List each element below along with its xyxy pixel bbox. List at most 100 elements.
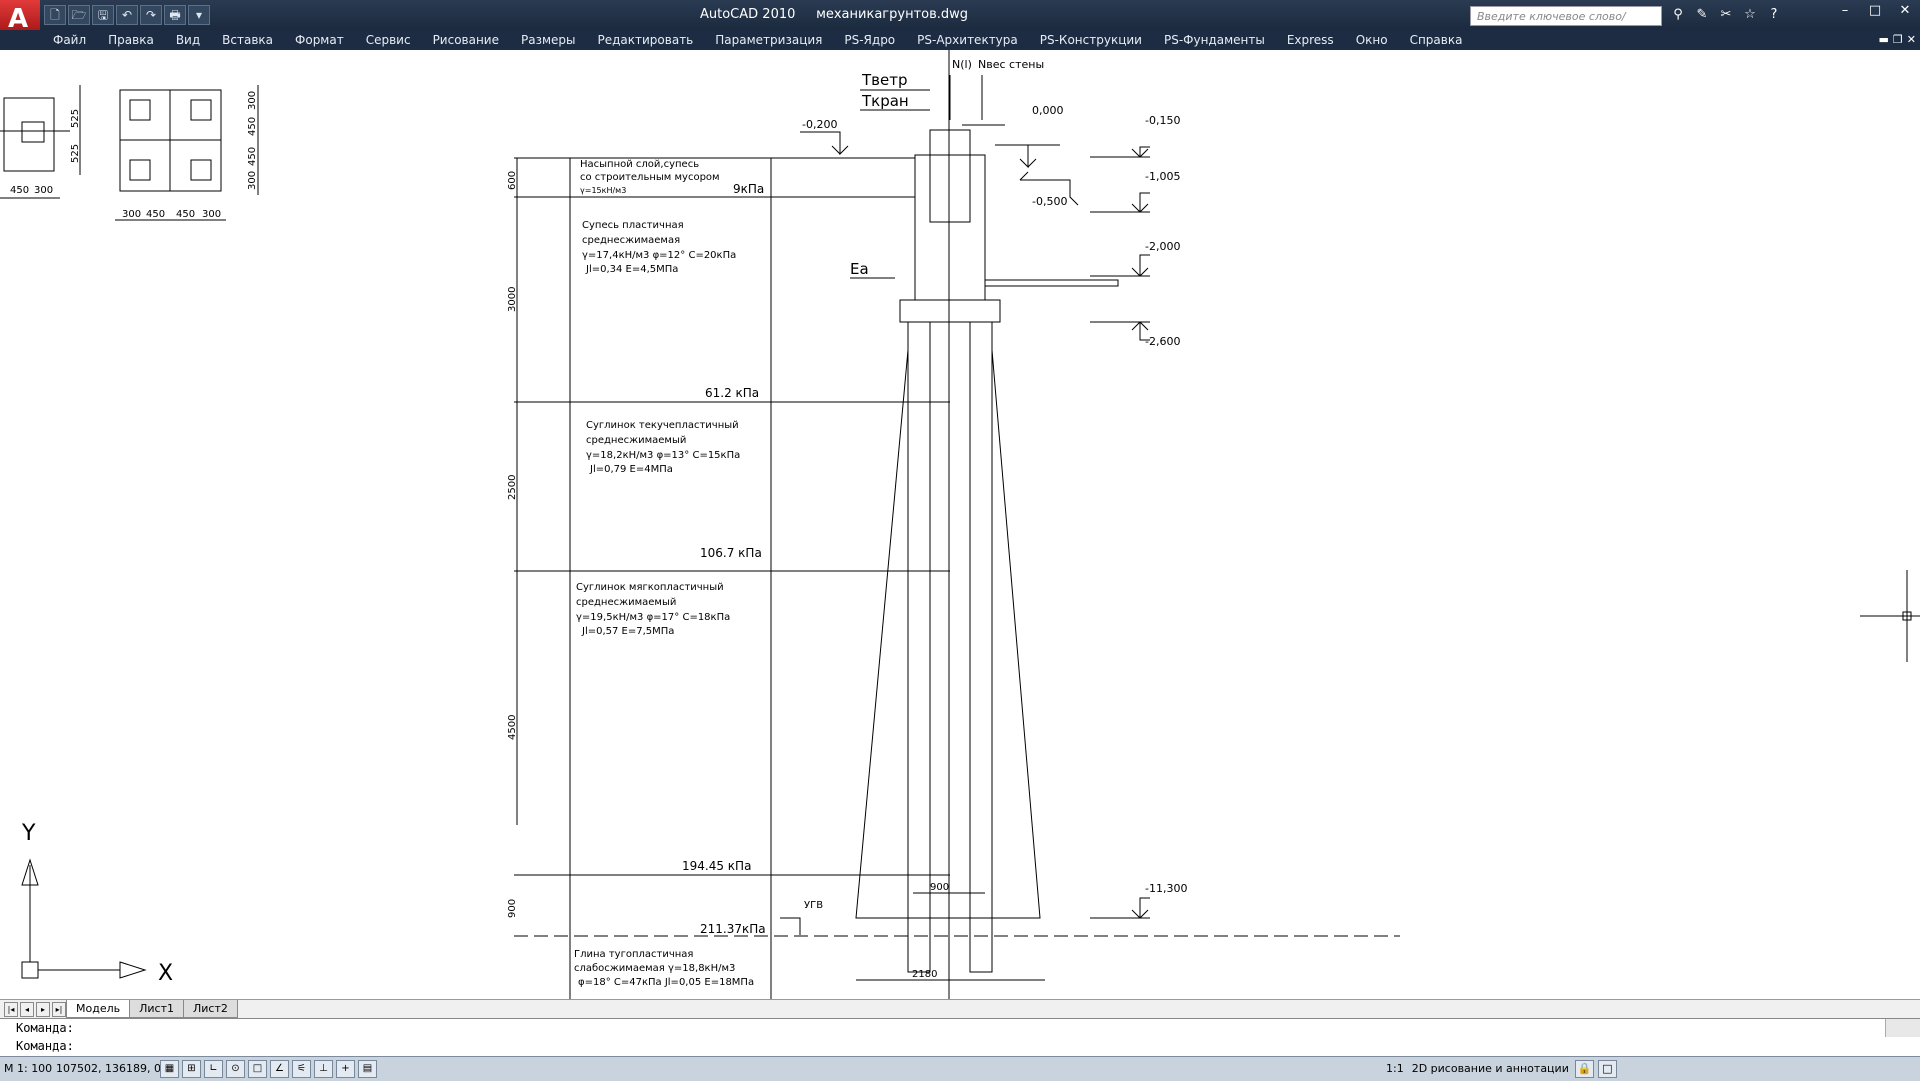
maximize-icon[interactable]: □	[1868, 3, 1882, 18]
title-bar: A 🗋🗁🖫↶↷🖶▾ AutoCAD 2010 механикагрунтов.d…	[0, 0, 1920, 43]
menu-item-8[interactable]: Редактировать	[597, 33, 694, 47]
open-file-icon[interactable]: 🗁	[68, 5, 90, 25]
menu-item-13[interactable]: PS-Фундаменты	[1163, 33, 1265, 47]
polar-icon[interactable]: ⊙	[226, 1060, 245, 1078]
pressure-4: 194.45 кПа	[682, 859, 751, 873]
print-icon[interactable]: 🖶	[164, 5, 186, 25]
elev-3: -0,150	[1145, 114, 1180, 127]
save-icon[interactable]: 🖫	[92, 5, 114, 25]
osnap-icon[interactable]: □	[248, 1060, 267, 1078]
dynamic-input-icon[interactable]: ⊥	[314, 1060, 333, 1078]
pile-cap	[899, 299, 1001, 323]
clean-screen-icon[interactable]: □	[1597, 1060, 1617, 1078]
thickness-5: 900	[507, 899, 518, 918]
menu-item-12[interactable]: PS-Конструкции	[1039, 33, 1142, 47]
favorites-icon[interactable]: ☆	[1744, 7, 1756, 22]
command-line[interactable]: Команда: Команда:	[0, 1018, 1920, 1057]
snap-icon[interactable]: ▦	[160, 1060, 179, 1078]
pile-right	[969, 321, 993, 973]
tab-model[interactable]: Модель	[66, 1000, 131, 1018]
load-t-wind: Твeтр	[861, 71, 908, 89]
dropdown-icon[interactable]: ▾	[188, 5, 210, 25]
command-scrollbar[interactable]	[1885, 1019, 1920, 1037]
plan-right-dim-v2: 450	[247, 117, 258, 136]
thickness-1: 600	[507, 171, 518, 190]
close-icon[interactable]: ✕	[1899, 3, 1911, 18]
minimize-icon[interactable]: –	[1841, 3, 1849, 18]
redo-icon[interactable]: ↷	[140, 5, 162, 25]
elev-4: -1,005	[1145, 170, 1180, 183]
pressure-3: 106.7 кПа	[700, 546, 762, 560]
column-socket	[929, 129, 971, 223]
lineweight-icon[interactable]: +	[336, 1060, 355, 1078]
ortho-icon[interactable]: ∟	[204, 1060, 223, 1078]
elev-2: 0,000	[1032, 104, 1064, 117]
status-right-tools: 1:1 2D рисование и аннотации 🔒 □	[1384, 1060, 1617, 1078]
command-input-line[interactable]: Команда:	[16, 1039, 74, 1053]
elev-5: -0,500	[1032, 195, 1067, 208]
menu-item-11[interactable]: PS-Архитектура	[917, 33, 1018, 47]
first-tab-icon[interactable]: |◂	[4, 1002, 18, 1017]
last-tab-icon[interactable]: ▸|	[52, 1002, 66, 1017]
menu-item-3[interactable]: Вставка	[222, 33, 274, 47]
help-icon[interactable]: ?	[1770, 7, 1778, 22]
drawing-area[interactable]: N(l) Nвес стены Твeтр Ткран Еа -0,200 0,…	[0, 50, 1920, 999]
menu-bar: Файл Правка Вид Вставка Формат Сервис Рисовани…	[0, 30, 1920, 50]
menu-item-0[interactable]: Файл	[53, 33, 87, 47]
doc-minimize-icon[interactable]: ▬	[1878, 33, 1889, 46]
menu-item-15[interactable]: Окно	[1355, 33, 1388, 47]
plan-right-dim-v3: 450	[247, 147, 258, 166]
document-window-controls: ▬ ❐ ✕	[1879, 30, 1917, 50]
doc-restore-icon[interactable]: ❐	[1892, 33, 1903, 46]
quick-properties-icon[interactable]: ▤	[358, 1060, 377, 1078]
menu-item-1[interactable]: Правка	[108, 33, 154, 47]
column-top	[914, 154, 986, 301]
annotation-scale[interactable]: 1:1	[1386, 1062, 1404, 1075]
elev-7: -2,600	[1145, 335, 1180, 348]
elev-6: -2,000	[1145, 240, 1180, 253]
dim-2180: 2180	[912, 969, 937, 980]
dim-900: 900	[930, 882, 949, 893]
lock-icon[interactable]: 🔒	[1574, 1060, 1594, 1078]
menu-item-5[interactable]: Сервис	[365, 33, 411, 47]
coordinates-readout[interactable]: 107502, 136189, 0	[56, 1062, 161, 1075]
elev-8: -11,300	[1145, 882, 1187, 895]
status-bar: М 1: 100 107502, 136189, 0 ▦⊞∟⊙□∠⚟⊥+▤ 1:…	[0, 1056, 1920, 1081]
subscription-icon[interactable]: ✎	[1696, 7, 1708, 22]
menu-item-7[interactable]: Размеры	[521, 33, 576, 47]
scale-readout: М 1: 100	[4, 1062, 53, 1075]
plan-left-dim-2: 525	[70, 144, 81, 163]
layer-3-l3: γ=18,2кН/м3 φ=13° С=15кПа	[586, 450, 740, 461]
dynamic-ucs-icon[interactable]: ⚟	[292, 1060, 311, 1078]
tab-sheet2[interactable]: Лист2	[182, 1000, 238, 1018]
binoculars-icon[interactable]: ⚲	[1673, 7, 1683, 22]
search-input[interactable]: Введите ключевое слово/фразу	[1470, 6, 1662, 43]
menu-item-2[interactable]: Вид	[175, 33, 201, 47]
next-tab-icon[interactable]: ▸	[36, 1002, 50, 1017]
new-file-icon[interactable]: 🗋	[44, 5, 66, 25]
thickness-2: 3000	[507, 287, 518, 312]
communication-icon[interactable]: ✂	[1720, 7, 1732, 22]
layer-1-l3: γ=15кН/м3	[580, 186, 626, 195]
file-name: механикагрунтов.dwg	[816, 7, 969, 22]
prev-tab-icon[interactable]: ◂	[20, 1002, 34, 1017]
plan-right-dim-h3: 450	[176, 209, 195, 220]
thickness-3: 2500	[507, 475, 518, 500]
doc-close-icon[interactable]: ✕	[1906, 33, 1916, 46]
ucs-x-label: X	[158, 961, 173, 986]
menu-item-16[interactable]: Справка	[1409, 33, 1463, 47]
menu-item-9[interactable]: Параметризация	[715, 33, 823, 47]
otrack-icon[interactable]: ∠	[270, 1060, 289, 1078]
menu-item-6[interactable]: Рисование	[432, 33, 499, 47]
menu-item-10[interactable]: PS-Ядро	[844, 33, 896, 47]
load-n: N(l)	[952, 58, 972, 71]
elev-1: -0,200	[802, 118, 837, 131]
tab-sheet1[interactable]: Лист1	[129, 1000, 184, 1018]
layer-1-l1: Насыпной слой,супесь	[580, 159, 699, 170]
undo-icon[interactable]: ↶	[116, 5, 138, 25]
workspace-switcher[interactable]: 2D рисование и аннотации	[1411, 1062, 1569, 1075]
menu-item-4[interactable]: Формат	[295, 33, 344, 47]
menu-item-14[interactable]: Express	[1286, 33, 1334, 47]
grid-icon[interactable]: ⊞	[182, 1060, 201, 1078]
plan-left-dim-1: 525	[70, 109, 81, 128]
